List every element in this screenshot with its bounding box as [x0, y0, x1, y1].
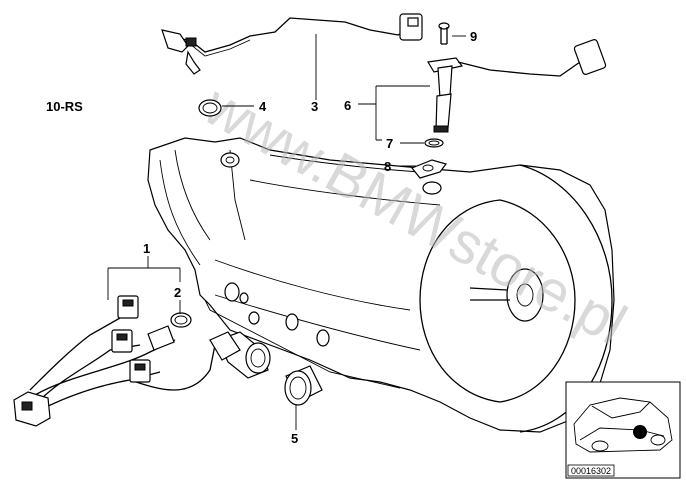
connector-sleeve-5 — [284, 365, 323, 406]
wiring-harness-1 — [13, 295, 241, 427]
callout-3: 3 — [311, 99, 318, 114]
callout-6: 6 — [344, 98, 351, 113]
diagram-code: 00016302 — [571, 466, 611, 476]
screw-part — [438, 22, 450, 45]
o-ring-7 — [424, 138, 444, 148]
callout-1: 1 — [143, 241, 150, 256]
group-label: 10-RS — [46, 99, 83, 114]
callout-4: 4 — [259, 99, 267, 114]
vehicle-thumbnail: 00016302 — [565, 381, 681, 479]
callout-2: 2 — [174, 285, 181, 300]
callout-5: 5 — [291, 431, 298, 446]
transmission-housing — [147, 137, 615, 433]
speed-sensor-cable-part — [161, 13, 423, 75]
o-ring-2 — [170, 312, 192, 328]
speed-sensor-part — [427, 39, 607, 133]
callout-8: 8 — [384, 159, 391, 174]
callout-9: 9 — [470, 29, 477, 44]
sealing-ring-4 — [198, 99, 222, 117]
gasket-8 — [411, 159, 448, 179]
callout-7: 7 — [386, 136, 393, 151]
leader-lines — [107, 34, 466, 430]
location-marker — [633, 425, 647, 439]
